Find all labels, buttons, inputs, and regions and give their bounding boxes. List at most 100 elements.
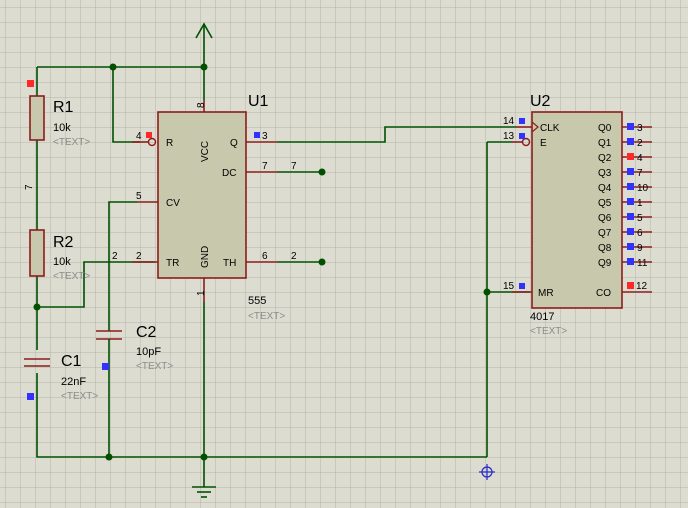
pin-state-low xyxy=(519,133,525,139)
pin-state-low xyxy=(627,243,634,250)
u1-text: <TEXT> xyxy=(248,311,285,322)
u1-pin-r-label: R xyxy=(166,138,173,149)
junction xyxy=(200,63,208,71)
u2-value: 4017 xyxy=(530,311,554,323)
pin-state-low xyxy=(627,168,634,175)
u2-output-num: 1 xyxy=(637,198,643,209)
pin-state-low xyxy=(627,213,634,220)
r2-ref: R2 xyxy=(53,234,74,251)
u2-pin-co-num: 12 xyxy=(636,281,648,292)
c2-text: <TEXT> xyxy=(136,361,173,372)
pin-state-low xyxy=(519,118,525,124)
u1-pin-tr-num: 2 xyxy=(136,251,142,262)
pin-state-high xyxy=(627,153,634,160)
capacitor-c1[interactable]: C1 22nF <TEXT> xyxy=(24,353,98,402)
u2-pin-e-num: 13 xyxy=(503,131,515,142)
junction xyxy=(33,303,41,311)
u2-output-num: 6 xyxy=(637,228,643,239)
u2-output-label: Q1 xyxy=(598,138,612,149)
u1-pin-vcc-label: VCC xyxy=(200,141,211,162)
u2-output-label: Q3 xyxy=(598,168,612,179)
u2-output-label: Q4 xyxy=(598,183,612,194)
wires xyxy=(36,38,530,487)
u1-pin-th-num: 6 xyxy=(262,251,268,262)
ic-u1-555[interactable]: U1 555 <TEXT> R CV TR Q DC TH VCC GND 4 … xyxy=(132,93,285,322)
u1-pin-gnd-label: GND xyxy=(200,246,211,268)
u2-text: <TEXT> xyxy=(530,326,567,337)
u2-output-num: 3 xyxy=(637,123,643,134)
resistor-r2[interactable]: R2 10k <TEXT> xyxy=(29,229,90,282)
pin-state-low xyxy=(627,228,634,235)
pin-state-low xyxy=(519,283,525,289)
u2-pin-e-label: E xyxy=(540,138,547,149)
pin-state-low xyxy=(627,183,634,190)
u1-pin-cv-label: CV xyxy=(166,198,180,209)
u2-output-num: 4 xyxy=(637,153,643,164)
pin-state-low xyxy=(254,132,260,138)
junction xyxy=(318,168,326,176)
u1-pin-cv-num: 5 xyxy=(136,191,142,202)
c2-ref: C2 xyxy=(136,324,157,341)
power-terminal[interactable] xyxy=(195,22,213,39)
r1-ref: R1 xyxy=(53,99,74,116)
pin-state-high xyxy=(27,80,34,87)
net-label-tr: 2 xyxy=(112,251,118,262)
pin-state-high xyxy=(627,282,634,289)
u2-output-label: Q5 xyxy=(598,198,612,209)
u2-output-num: 10 xyxy=(637,183,649,194)
u2-output-num: 5 xyxy=(637,213,643,224)
pin-state-low xyxy=(27,393,34,400)
u2-output-label: Q8 xyxy=(598,243,612,254)
u2-output-label: Q6 xyxy=(598,213,612,224)
pin-state-high xyxy=(146,132,152,138)
r2-value: 10k xyxy=(53,256,71,268)
u2-ref: U2 xyxy=(530,93,551,110)
u1-pin-vcc-num: 8 xyxy=(196,102,207,108)
pin-state-low xyxy=(627,123,634,130)
r2-text: <TEXT> xyxy=(53,271,90,282)
junction xyxy=(483,288,491,296)
u2-output-num: 11 xyxy=(637,258,648,269)
pin-state-low xyxy=(627,198,634,205)
u1-pin-r-num: 4 xyxy=(136,131,142,142)
net-label-dc: 7 xyxy=(291,161,297,172)
junction xyxy=(200,453,208,461)
u2-output-num: 9 xyxy=(637,243,643,254)
capacitor-c2[interactable]: C2 10pF <TEXT> xyxy=(96,324,173,372)
u1-ref: U1 xyxy=(248,93,269,110)
u1-pin-tr-label: TR xyxy=(166,258,179,269)
net-label-th: 2 xyxy=(291,251,297,262)
u1-value: 555 xyxy=(248,295,266,307)
c1-text: <TEXT> xyxy=(61,391,98,402)
u2-output-label: Q7 xyxy=(598,228,612,239)
origin-marker-icon xyxy=(479,464,495,480)
u2-output-num: 7 xyxy=(637,168,643,179)
c1-ref: C1 xyxy=(61,353,82,370)
junction xyxy=(105,453,113,461)
ground-terminal[interactable] xyxy=(192,486,216,498)
u2-pin-clk-num: 14 xyxy=(503,116,515,127)
u1-pin-dc-num: 7 xyxy=(262,161,268,172)
u2-output-label: Q2 xyxy=(598,153,612,164)
u2-pin-clk-label: CLK xyxy=(540,123,560,134)
u2-output-label: Q0 xyxy=(598,123,612,134)
c2-value: 10pF xyxy=(136,346,161,358)
r1-text: <TEXT> xyxy=(53,137,90,148)
net-label-r-mid: 7 xyxy=(24,184,35,190)
u2-output-label: Q9 xyxy=(598,258,612,269)
pin-state-low xyxy=(627,258,634,265)
u1-pin-dc-label: DC xyxy=(222,168,236,179)
u2-pin-mr-label: MR xyxy=(538,288,554,299)
u2-pin-mr-num: 15 xyxy=(503,281,515,292)
junction xyxy=(318,258,326,266)
u1-pin-q-num: 3 xyxy=(262,131,268,142)
u1-pin-q-label: Q xyxy=(230,138,238,149)
r1-value: 10k xyxy=(53,122,71,134)
junction xyxy=(109,63,117,71)
u2-output-num: 2 xyxy=(637,138,643,149)
c1-value: 22nF xyxy=(61,376,86,388)
pin-state-low xyxy=(102,363,109,370)
resistor-r1[interactable]: R1 10k <TEXT> xyxy=(27,80,90,148)
